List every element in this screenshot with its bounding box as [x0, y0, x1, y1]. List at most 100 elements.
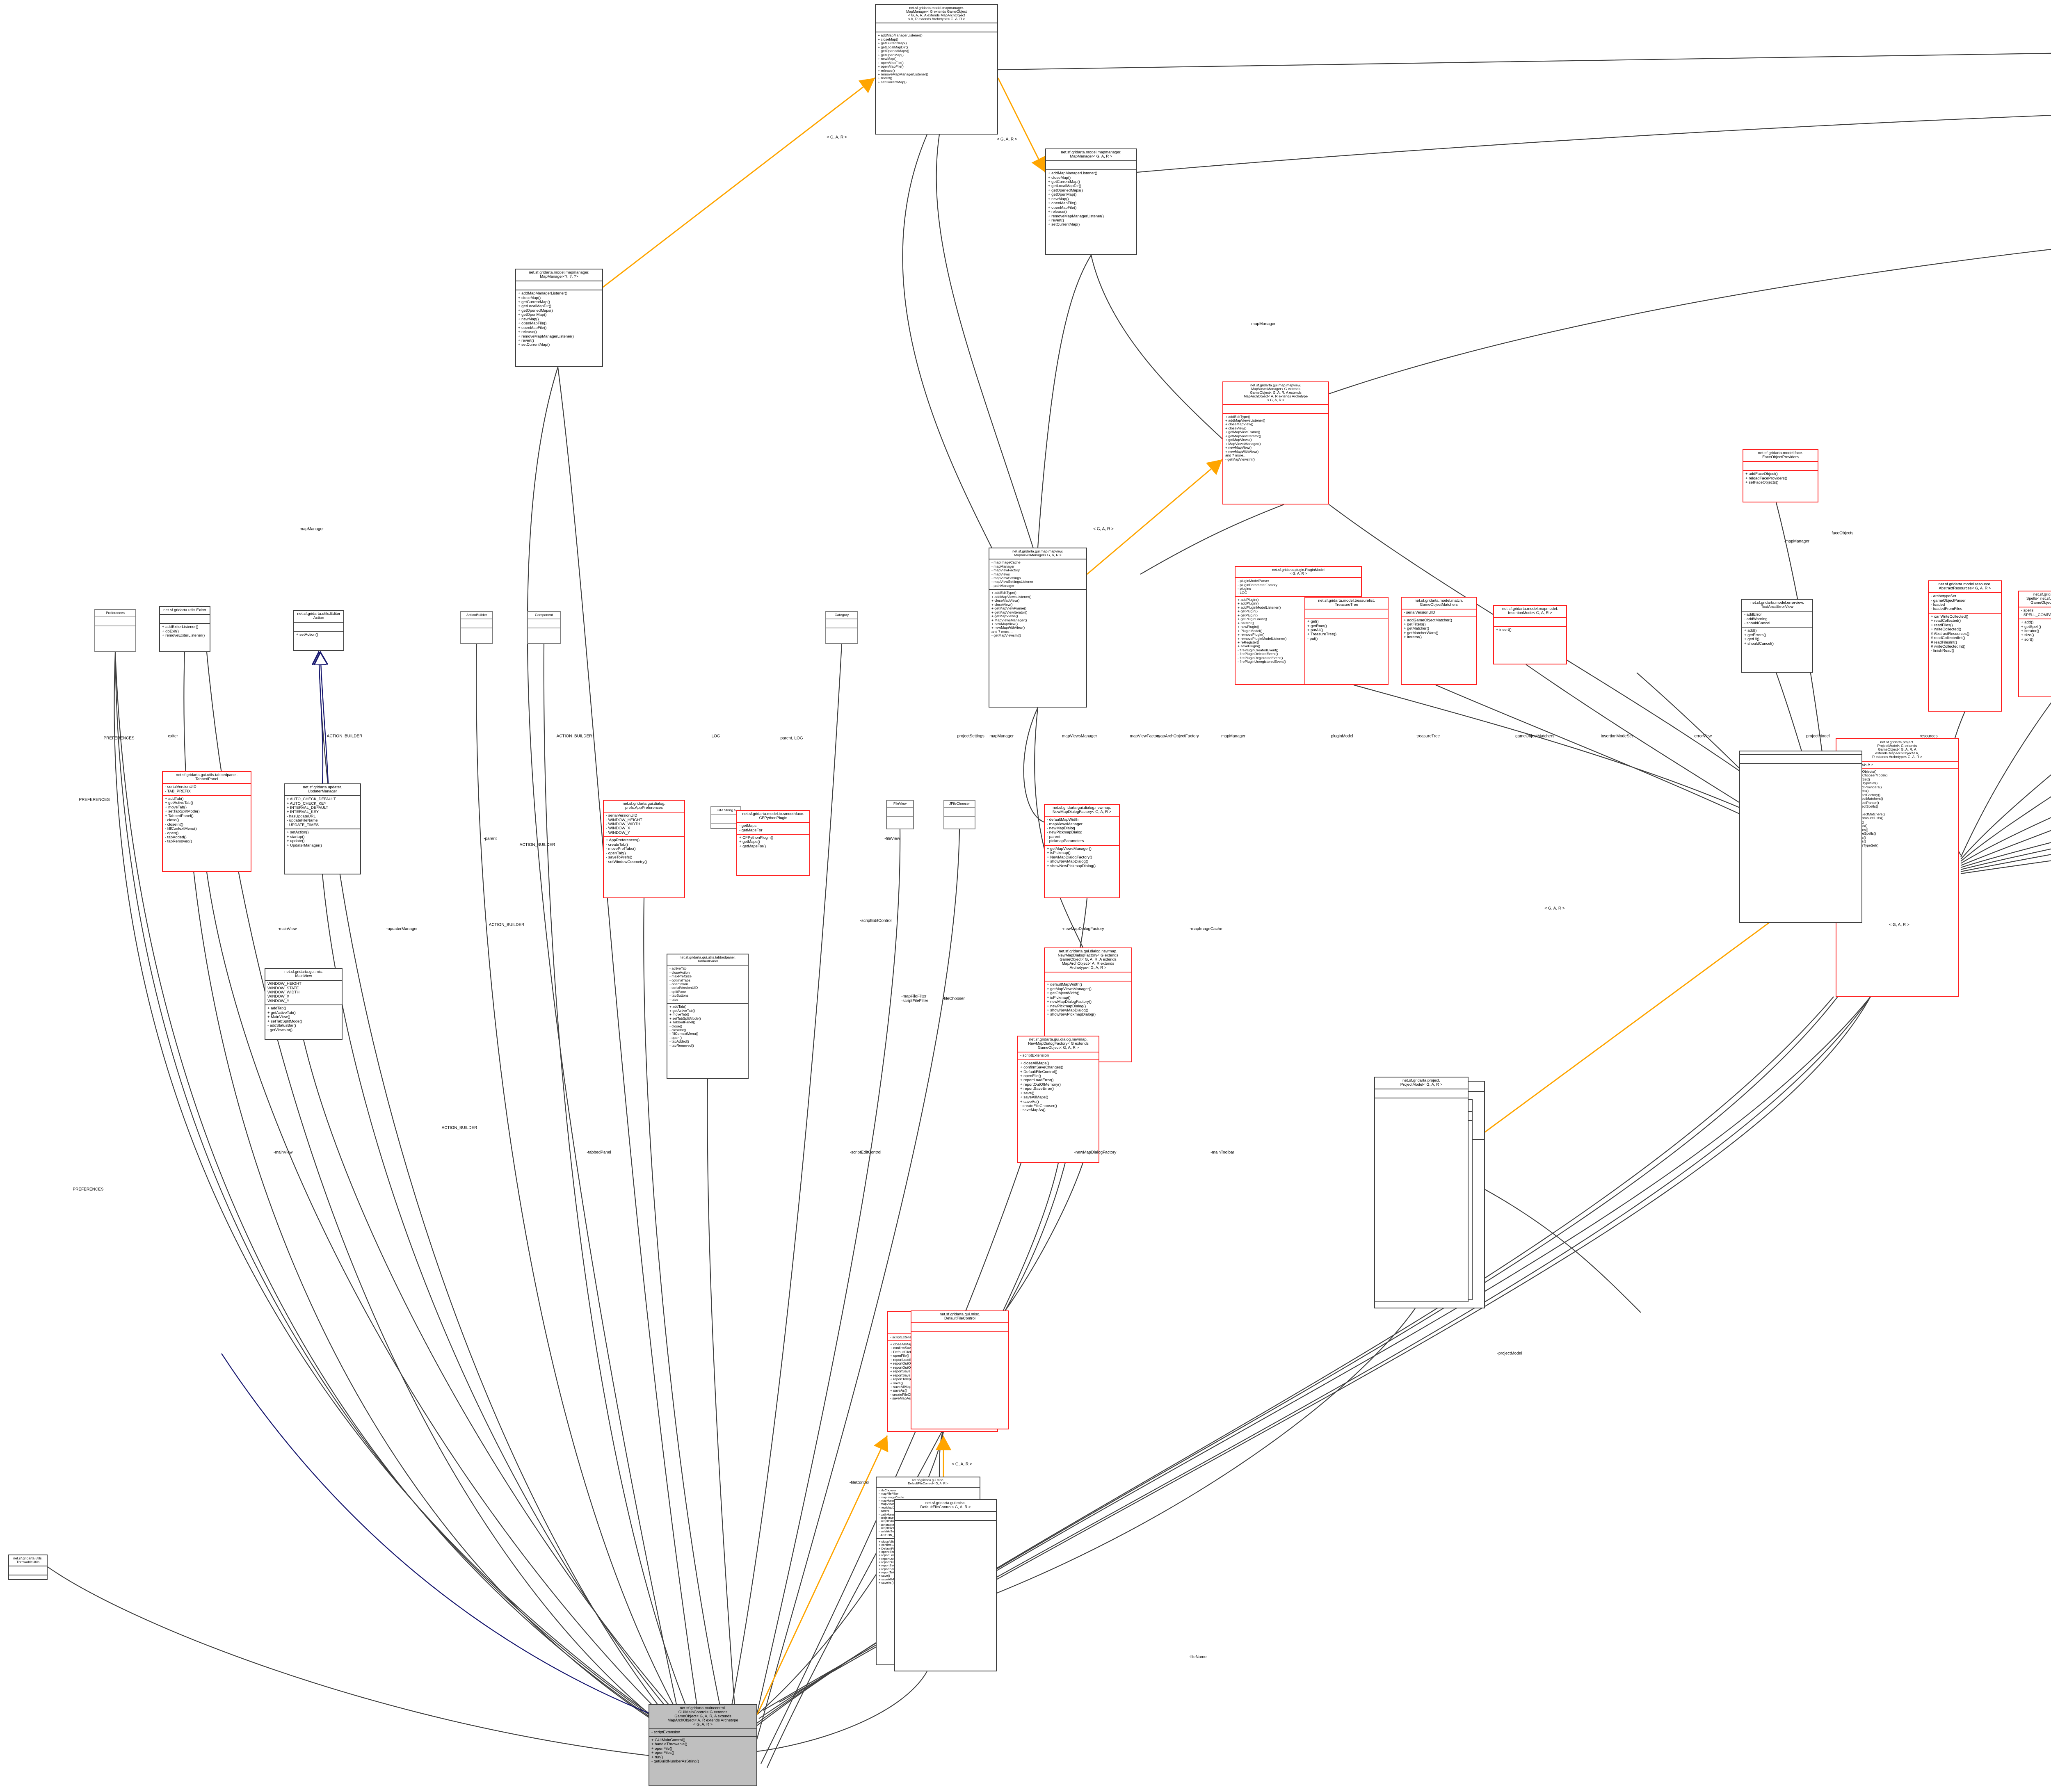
edge-label: -mapFileFilter -scriptFileFilter — [901, 994, 928, 1003]
uml-attribute-compartment: WINDOW_HEIGHT WINDOW_STATE WINDOW_WIDTH … — [265, 981, 342, 1006]
uml-method-compartment: + insert() — [1496, 628, 1512, 632]
uml-class-node[interactable]: net.sf.gridarta.gui.utils.tabbedpanel. T… — [162, 771, 251, 872]
uml-method-compartment: + AppPreferences() - createTab() - moveP… — [606, 838, 647, 864]
uml-class-name: Component — [528, 612, 560, 619]
uml-class-node[interactable]: net.sf.gridarta.model.face. FaceObjectPr… — [1743, 449, 1818, 502]
edge-label: < G, A, R > — [1093, 527, 1114, 532]
uml-class-node[interactable]: net.sf.gridarta.utils.Exiter+ addExiterL… — [159, 606, 210, 652]
uml-class-name: FileView — [887, 801, 913, 808]
uml-method-compartment: + addMapManagerListener() + closeMap() +… — [1048, 171, 1104, 227]
uml-method-compartment — [887, 817, 913, 820]
edge-label: < G, A, R > — [952, 1462, 972, 1467]
uml-method-compartment — [826, 628, 857, 631]
uml-class-name: net.sf.gridarta.model.mapmodel. Insertio… — [1494, 606, 1566, 618]
uml-method-compartment: + add() + getErrors() + getUI() + should… — [1744, 628, 1774, 646]
uml-class-name: net.sf.gridarta.project. ProjectModel< G… — [1375, 1077, 1468, 1090]
uml-class-node[interactable]: FileView — [886, 800, 914, 829]
uml-method-compartment — [461, 628, 492, 631]
edge-label: -gameObjectMatchers — [1514, 734, 1555, 739]
uml-method-compartment: + setAction() + startup() + update() + U… — [287, 830, 322, 848]
uml-attribute-compartment: - getMaps - getMapsFor — [737, 823, 809, 835]
edge-label: -insertionModeSet — [1599, 734, 1633, 739]
uml-attribute-compartment — [1743, 462, 1818, 471]
uml-class-name: JFileChooser — [944, 801, 975, 808]
uml-class-name: net.sf.gridarta.project. ProjectModel< G… — [1836, 739, 1958, 762]
uml-attribute-compartment: - serialVersionUID - TAB_PREFIX — [163, 784, 251, 796]
uml-attribute-compartment — [528, 619, 560, 628]
uml-attribute-compartment — [1046, 161, 1136, 171]
uml-class-name: net.sf.gridarta.gui.map.mapview. MapView… — [1223, 382, 1328, 405]
uml-method-compartment: + addMapManagerListener() + closeMap() +… — [878, 33, 928, 84]
uml-method-compartment: + addEditType() + addMapViewsListener() … — [1225, 414, 1265, 461]
uml-attribute-compartment — [160, 615, 210, 624]
uml-class-name: net.sf.gridarta.gui.misc. DefaultFileCon… — [895, 1500, 996, 1512]
uml-method-compartment: + setAction() — [296, 632, 318, 637]
uml-method-compartment: + addTab() + getActiveTab() + moveTab() … — [669, 1004, 701, 1048]
uml-class-name: net.sf.gridarta.gui.dialog.newmap. NewMa… — [1045, 948, 1131, 973]
uml-class-name: net.sf.gridarta.gui.utils.tabbedpanel. T… — [163, 772, 251, 784]
uml-class-node[interactable]: net.sf.gridarta.model.spells. Spells< ne… — [2018, 591, 2051, 697]
edge-label: PREFERENCES — [103, 736, 135, 741]
uml-attribute-compartment — [1223, 405, 1328, 414]
uml-attribute-compartment — [95, 617, 135, 626]
uml-class-node[interactable]: net.sf.gridarta.model.mapmanager. MapMan… — [515, 269, 603, 367]
uml-class-node[interactable]: net.sf.gridarta.gui.dialog.newmap. NewMa… — [1044, 804, 1120, 898]
edge-label: -mapManager — [988, 734, 1014, 739]
uml-class-node[interactable]: net.sf.gridarta.model.mapmodel. Insertio… — [1493, 605, 1567, 664]
uml-class-node[interactable]: net.sf.gridarta.model.mapmanager. MapMan… — [875, 4, 998, 135]
uml-class-node[interactable]: net.sf.gridarta.gui.misc. DefaultFileCon… — [894, 1499, 997, 1671]
uml-attribute-compartment: - spells - SPELL_COMPARATOR — [2019, 607, 2051, 620]
uml-class-name: net.sf.gridarta.model.spells. Spells< ne… — [2019, 591, 2051, 608]
edge-label: -fileControl — [849, 1480, 870, 1485]
uml-class-node[interactable]: net.sf.gridarta.model.resource. Abstract… — [1928, 580, 2002, 712]
uml-attribute-compartment: - defaultMapWidth - mapViewsManager - ne… — [1045, 817, 1119, 846]
uml-class-node[interactable] — [1739, 751, 1862, 923]
edge-label: -mapViewFactory — [1128, 734, 1160, 739]
uml-class-node[interactable]: net.sf.gridarta.gui.map.mapview. MapView… — [989, 548, 1087, 708]
uml-class-node[interactable]: net.sf.gridarta.utils.Editor Action+ set… — [293, 610, 344, 651]
uml-class-node[interactable]: net.sf.gridarta.updater. UpdaterManager +… — [284, 783, 361, 874]
uml-class-node[interactable]: Category — [825, 611, 858, 644]
uml-class-name: net.sf.gridarta.model.io.smoothface. CFP… — [737, 811, 809, 823]
uml-attribute-compartment — [1045, 972, 1131, 982]
uml-class-node[interactable]: net.sf.gridarta.gui.misc. DefaultFileCon… — [911, 1310, 1009, 1429]
uml-class-node[interactable]: net.sf.gridarta.maincontrol. GUIMainCont… — [649, 1704, 757, 1786]
uml-class-node[interactable]: net.sf.gridarta.utils. ThrowableUtils — [8, 1555, 48, 1580]
uml-attribute-compartment — [887, 808, 913, 817]
uml-class-name: net.sf.gridarta.gui.mis. MainView — [265, 969, 342, 981]
uml-class-node[interactable]: Preferences — [94, 609, 136, 652]
uml-method-compartment: + addTab() + getActiveTab() + moveTab() … — [165, 797, 200, 844]
uml-class-node[interactable]: net.sf.gridarta.gui.dialog.newmap. NewMa… — [1017, 1036, 1099, 1163]
uml-class-node[interactable]: net.sf.gridarta.model.mapmanager. MapMan… — [1045, 148, 1137, 255]
uml-class-name: net.sf.gridarta.updater. UpdaterManager — [285, 784, 360, 797]
uml-class-node[interactable]: net.sf.gridarta.model.io.smoothface. CFP… — [736, 810, 810, 876]
edge-label: LOG — [711, 734, 720, 739]
uml-class-name: net.sf.gridarta.model.resource. Abstract… — [1929, 581, 2001, 594]
uml-class-name: List< String > — [711, 807, 740, 815]
uml-method-compartment: + addExiterListener() + doExit() + remov… — [162, 625, 205, 638]
uml-class-node[interactable]: net.sf.gridarta.model.match. GameObjectM… — [1401, 597, 1477, 685]
uml-method-compartment — [95, 626, 135, 629]
uml-class-node[interactable]: net.sf.gridarta.gui.map.mapview. MapView… — [1222, 381, 1329, 504]
uml-class-node[interactable]: net.sf.gridarta.project. ProjectModel< G… — [1374, 1077, 1469, 1302]
uml-class-node[interactable]: Component — [527, 611, 561, 644]
uml-attribute-compartment: - activeTab - closeAction - maxPrefSize … — [667, 966, 748, 1004]
uml-class-node[interactable]: net.sf.gridarta.gui.utils.tabbedpanel. T… — [667, 954, 749, 1079]
edge-label: -projectModel — [1804, 734, 1830, 739]
uml-attribute-compartment: - addError - addWarning - shouldCancel — [1742, 612, 1812, 628]
uml-method-compartment: + addFaceObject() + reloadFaceProviders(… — [1745, 472, 1788, 485]
uml-class-node[interactable]: net.sf.gridarta.model.treasurelist. Trea… — [1304, 597, 1389, 685]
uml-method-compartment — [895, 1521, 996, 1523]
uml-class-node[interactable]: net.sf.gridarta.gui.dialog. prefs.AppPre… — [603, 800, 685, 898]
edge-label: -scriptEditControl — [860, 918, 892, 923]
edge-label: < G, A, R > — [997, 137, 1017, 142]
uml-attribute-compartment — [711, 815, 740, 824]
uml-class-name: net.sf.gridarta.gui.map.mapview. MapView… — [989, 548, 1086, 560]
edge-label: -mapManager — [1784, 539, 1810, 544]
uml-class-name: net.sf.gridarta.model.errorview. TextAre… — [1742, 600, 1812, 612]
uml-class-node[interactable]: JFileChooser — [943, 800, 975, 829]
edge-label: mapManager — [299, 527, 324, 532]
uml-class-node[interactable]: net.sf.gridarta.model.errorview. TextAre… — [1741, 599, 1813, 673]
uml-class-node[interactable]: ActionBuilder — [460, 611, 493, 644]
